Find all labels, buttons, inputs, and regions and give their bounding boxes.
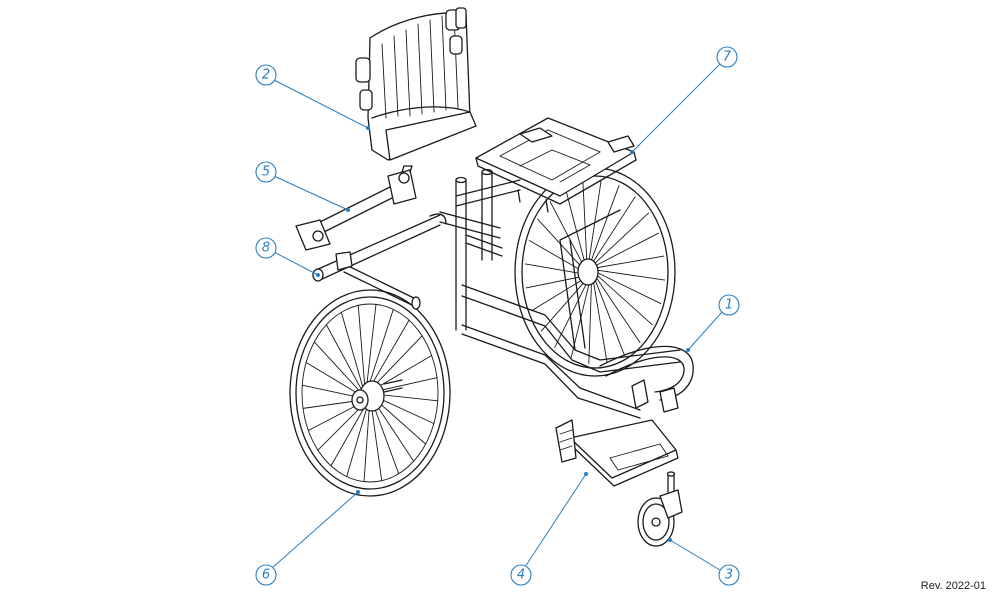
wheel-spoke [370, 335, 423, 390]
wheel-spoke [594, 275, 641, 343]
part-frame [439, 167, 694, 419]
wheel-spoke [540, 278, 588, 332]
callout-8: 8 [255, 237, 320, 277]
callout-label-8: 8 [262, 241, 270, 256]
callout-label-1: 1 [725, 298, 733, 313]
callout-label-2: 2 [262, 68, 270, 83]
wheel-spoke [373, 397, 427, 445]
wheel-spoke [594, 255, 665, 269]
part-axle-bar [312, 213, 447, 310]
callout-label-6: 6 [262, 568, 270, 583]
part-caster-wheel [637, 471, 683, 547]
callout-6: 6 [255, 490, 360, 586]
wheel-spoke [554, 279, 589, 348]
callout-2: 2 [255, 64, 370, 130]
part-seat [475, 117, 637, 213]
wheel-spoke [565, 188, 587, 267]
wheel-spoke [589, 185, 620, 265]
wheel-spoke [592, 278, 608, 364]
wheel-spoke [305, 362, 363, 397]
callout-label-3: 3 [725, 568, 733, 583]
callout-3: 3 [668, 538, 740, 586]
wheel-spoke [593, 277, 625, 356]
wheel-spoke [340, 311, 365, 391]
wheel-spoke [369, 319, 410, 389]
wheel-spoke [372, 399, 415, 462]
wheel-spoke [370, 402, 383, 482]
callout-4: 4 [510, 472, 588, 586]
wheel-spoke [325, 324, 364, 393]
wheel-spoke [363, 403, 371, 483]
wheel-spoke [346, 403, 369, 478]
callout-label-5: 5 [262, 165, 270, 180]
callout-label-7: 7 [723, 50, 732, 65]
wheel-spoke [592, 212, 650, 266]
wheel-spoke [528, 240, 585, 273]
callout-7: 7 [630, 46, 738, 154]
wheel-spoke [549, 201, 586, 269]
wheel-spoke [593, 232, 659, 267]
callout-1: 1 [686, 294, 740, 352]
wheel-spoke [313, 341, 363, 395]
wheel-spoke [371, 355, 433, 391]
wheel-spoke [367, 308, 394, 389]
wheel-spoke [365, 303, 377, 389]
callout-label-4: 4 [517, 568, 525, 583]
part-backrest [355, 7, 477, 161]
callout-5: 5 [255, 161, 350, 212]
wheel-spoke [372, 377, 438, 393]
wheel-spoke [330, 403, 367, 467]
wheel-spoke [531, 277, 587, 312]
wheel-spoke [595, 269, 666, 281]
wheel-spoke [595, 273, 653, 326]
wheel-spoke [524, 263, 585, 275]
wheel-spoke [595, 271, 662, 304]
wheel-spoke [371, 401, 400, 475]
wheel-spoke [582, 180, 588, 266]
wheel-spoke [588, 279, 593, 365]
part-footplate [555, 419, 679, 487]
part-cross-brace [295, 165, 417, 251]
wheel-spoke [357, 304, 366, 390]
wheel-spoke [591, 196, 636, 265]
part-rear-wheel-left [289, 289, 451, 497]
revision-label: Rev. 2022-01 [920, 580, 986, 592]
wheel-spoke [317, 402, 366, 451]
